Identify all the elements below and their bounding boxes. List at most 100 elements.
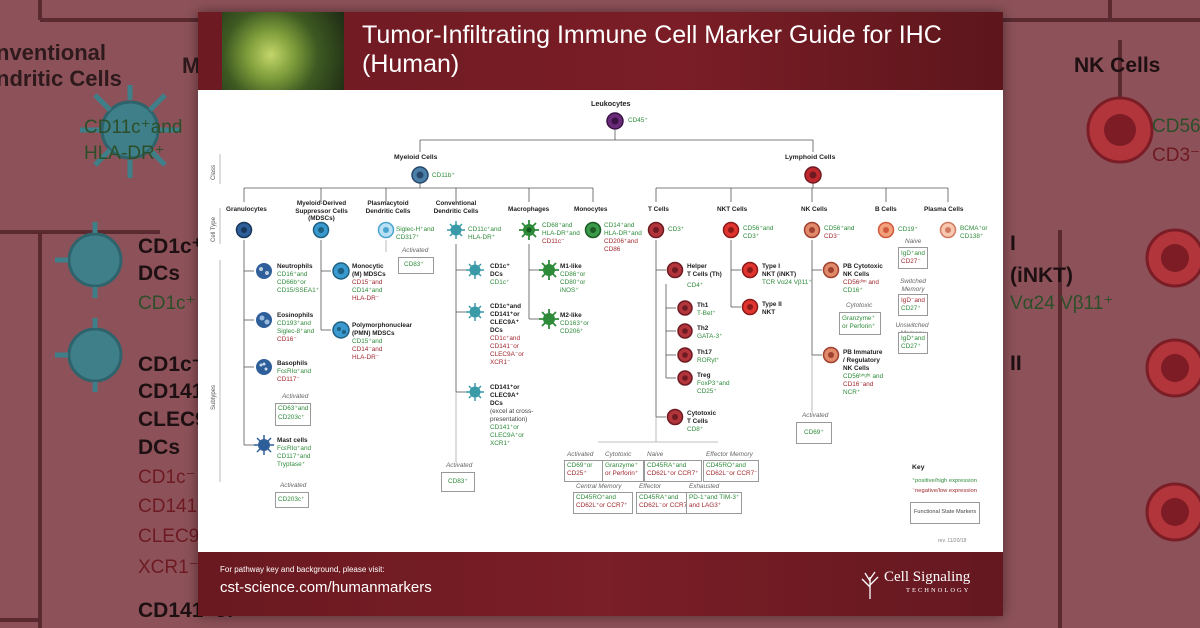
pdc-activated-label: Activated [402,247,429,254]
cd141-name-4: DCs [490,327,503,334]
pmnmdsc-m2: CD14⁻and [352,346,383,353]
tcells-marker: CD3⁺ [668,226,685,233]
cd141b-m3: XCR1⁺ [490,440,511,447]
tstate-marker-2: CD62L⁺or CCR7⁺ [576,502,628,509]
baso-activated-box [275,403,311,426]
pbnk2-m3: NCR⁺ [843,389,861,396]
baso-m2: CD117⁻ [277,376,300,383]
mono-marker-1: CD14⁺and [604,222,635,229]
mono-marker-2: HLA-DR⁺and [604,230,642,237]
lymphoid-name: Lymphoid Cells [785,154,836,161]
pdc-activated-box [398,257,434,274]
row-label-class: Class [211,164,217,180]
cd141-name-2: CD141⁺or [490,311,520,318]
cd141-m1: CD1c⁺and [490,335,521,342]
cd141b-name-3: DCs [490,400,503,407]
bg-label-3: CD1c⁺ [138,235,203,258]
bnaive-m1: IgD⁺and [901,250,925,257]
nk-name: NK Cells [801,206,828,213]
tstate-marker-2: or Perforin⁺ [605,470,639,477]
cd141-m2: CD141⁻or [490,343,519,350]
treg-name: Treg [697,372,711,379]
pbnk2-m2: CD16⁻and [843,381,874,388]
nk-marker-2: CD3⁻ [824,233,841,240]
bswitch-m1: IgD⁻and [901,297,925,304]
cdc-name: Conventional Dendritic Cells [433,200,479,215]
tstate-marker-1: Granzyme⁺ [605,462,638,469]
pbnk-cyto-label: Cytotoxic [846,302,873,309]
mmdsc-name-1: Monocytic [352,263,384,270]
th2-m1: GATA-3⁺ [697,333,723,340]
pbnk-c1: Granzyme⁺ [842,315,875,322]
bg-label-1: nventional [0,40,107,65]
bnaive-label: Naive [905,238,922,245]
pbnk2-name-1: PB Immature [843,349,883,356]
cdc-activated-label: Activated [446,462,473,469]
m2-name: M2-like [560,312,582,319]
pbnk2-m1: CD56ᵇʳⁱᵍʰᵗ and [843,373,884,380]
bg-marker-2: HLA-DR⁺ [84,143,165,164]
cdc-marker-1: CD11c⁺and [468,226,502,233]
pmnmdsc-name-2: (PMN) MDSCs [352,330,395,337]
bunsw-box [898,332,928,354]
tstate-marker-2: and LAG3⁺ [689,502,722,509]
tstate-marker-2: CD62L⁻or CCR7⁻ [639,502,691,509]
bnaive-box [898,247,928,269]
key-fsm-box [910,502,980,524]
nkt2-name-1: Type II [762,301,782,308]
bg-label-2: ndritic Cells [0,66,122,91]
bcells-marker: CD19⁺ [898,226,918,233]
bg-label-r3: (iNKT) [1010,264,1073,287]
mac-name: Macrophages [508,206,550,213]
plasma-marker-1: BCMA⁺or [960,225,988,232]
mmdsc-m1: CD15⁻and [352,279,383,286]
bg-label-5: CD1c⁻ [138,353,203,376]
mast-m2: CD117⁺and [277,453,311,460]
pbnk-name-2: NK Cells [843,271,870,278]
nk-marker-1: CD56⁺and [824,225,855,232]
mast-activated-label: Activated [280,482,307,489]
tstate-label: Exhausted [689,483,720,490]
header-banner: Tumor-Infiltrating Immune Cell Marker Gu… [198,12,1003,90]
m1-m2: CD80⁺or [560,279,586,286]
baso-activated-label: Activated [282,393,309,400]
ctl-name-1: Cytotoxic [687,410,717,417]
granulocytes-name: Granulocytes [226,206,267,213]
tstate-marker-2: CD62L⁺or CCR7⁺ [647,470,699,477]
nk-act-m1: CD69⁺ [804,429,824,436]
bg-label-7: CLEC9 [138,408,207,431]
bcells-name: B Cells [875,206,897,213]
treg-m1: FoxP3⁺and [697,380,730,387]
mmdsc-name-2: (M) MDSCs [352,271,386,278]
tstate-label: Effector Memory [706,451,753,458]
tcells-name: T Cells [648,206,669,213]
bg-label-4: DCs [138,262,181,285]
footer-banner: For pathway key and background, please v… [198,552,1003,616]
eos-name: Eosinophils [277,312,314,319]
myeloid-name: Myeloid Cells [394,154,438,161]
baso-act-m2: CD203c⁺ [278,414,305,421]
pdc-marker-2: CD317⁺ [396,234,420,241]
nkt-marker-2: CD3⁺ [743,233,760,240]
cd1c-m1: CD1c⁺ [490,279,510,286]
key-fsm-label: Functional State Markers [914,509,977,515]
plasma-name: Plasma Cells [924,206,964,213]
ctl-m1: CD8⁺ [687,426,704,433]
pbnk-m2: CD16⁺ [843,287,863,294]
mono-marker-3: CD206⁺and [604,238,638,245]
revision-date: rev. 11/20/18 [938,538,967,544]
ctl-name-2: T Cells [687,418,708,425]
pdc-act-m1: CD83⁺ [404,261,424,268]
tstate-label: Cytotoxic [605,451,632,458]
th-m1: CD4⁺ [687,282,704,289]
mono-name: Monocytes [574,206,608,213]
inkt-name-1: Type I [762,263,780,270]
tstate-marker-2: CD25⁺ [567,470,587,477]
footer-url-link[interactable]: cst-science.com/humanmarkers [220,579,432,596]
tstate-marker-1: CD45RA⁺and [647,462,687,469]
tstate-marker-1: CD45RO⁺and [576,494,616,501]
nkt2-name-2: NKT [762,309,776,316]
tstate-marker-2: CD62L⁻or CCR7⁻ [706,470,758,477]
neutro-m2: CD66b⁺or [277,279,306,286]
mast-act-m1: CD203c⁺ [278,496,305,503]
